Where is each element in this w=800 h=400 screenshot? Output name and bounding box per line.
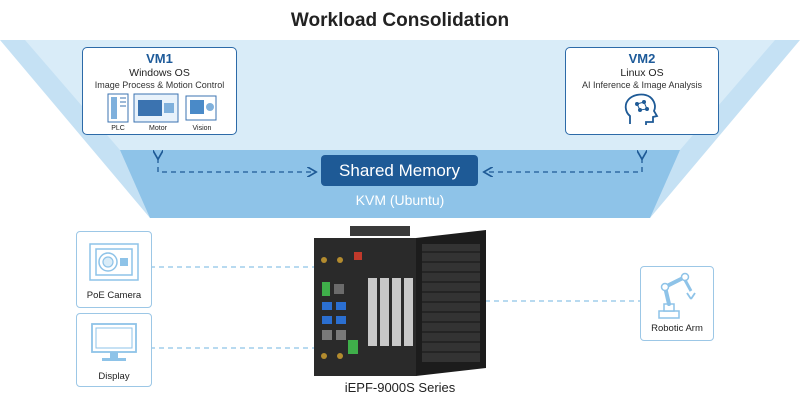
robotic-arm-label: Robotic Arm — [651, 323, 703, 334]
vm1-label-plc: PLC — [111, 125, 125, 132]
camera-icon — [89, 243, 139, 281]
brain-icon — [624, 93, 659, 125]
vm1-equipment — [107, 93, 217, 123]
display-card: Display — [76, 313, 152, 387]
vm2-card: VM2 Linux OS AI Inference & Image Analys… — [565, 47, 719, 135]
vm2-title: VM2 — [628, 51, 656, 66]
vision-icon — [185, 95, 217, 121]
poe-camera-card: PoE Camera — [76, 231, 152, 308]
poe-camera-label: PoE Camera — [86, 290, 142, 301]
monitor-icon — [91, 323, 137, 361]
vm1-desc: Image Process & Motion Control — [94, 80, 225, 90]
shared-memory-label: Shared Memory — [321, 155, 478, 186]
page-title: Workload Consolidation — [290, 10, 510, 31]
industrial-pc-image — [314, 226, 486, 376]
product-name: iEPF-9000S Series — [344, 380, 456, 395]
vm1-label-vision: Vision — [192, 125, 212, 132]
vm2-os: Linux OS — [620, 67, 664, 79]
robotic-arm-icon — [658, 272, 696, 319]
vm1-os: Windows OS — [129, 67, 190, 79]
vm1-title: VM1 — [146, 51, 173, 66]
plc-icon — [107, 93, 129, 123]
vm2-desc: AI Inference & Image Analysis — [581, 80, 703, 90]
hypervisor-label: KVM (Ubuntu) — [355, 192, 445, 208]
vm1-label-motor: Motor — [149, 125, 167, 132]
robotic-arm-card: Robotic Arm — [640, 266, 714, 341]
display-label: Display — [98, 371, 130, 382]
motor-icon — [133, 93, 179, 123]
